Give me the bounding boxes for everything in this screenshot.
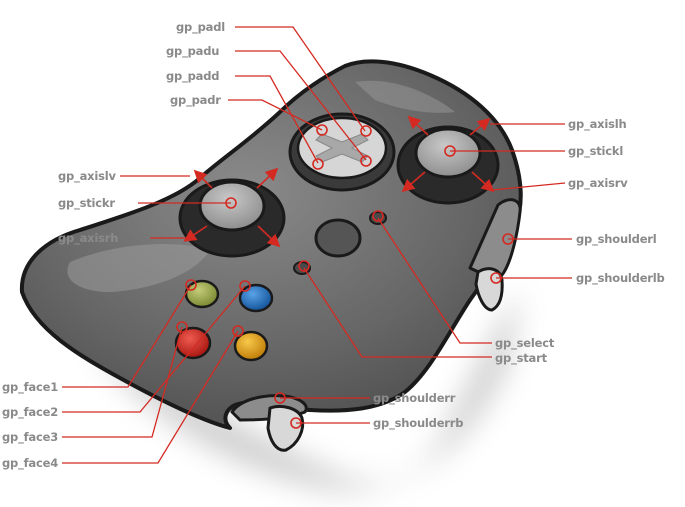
label-shoulderlb: gp_shoulderlb: [576, 271, 665, 285]
label-axislh: gp_axislh: [568, 117, 627, 131]
shoulder-lb: [474, 267, 504, 312]
label-padr: gp_padr: [170, 93, 221, 107]
leader-padr: [228, 99, 323, 131]
label-stickr: gp_stickr: [58, 196, 115, 210]
body-highlight: [67, 243, 210, 292]
face-button-blue: [238, 283, 274, 313]
leader-padu: [235, 50, 367, 161]
leader-face2: [62, 285, 246, 413]
label-shoulderr: gp_shoulderr: [373, 391, 456, 405]
label-face1: gp_face1: [2, 380, 58, 394]
leader-start: [303, 267, 492, 358]
label-axisrh: gp_axisrh: [58, 231, 119, 245]
label-face3: gp_face3: [2, 430, 58, 444]
label-padu: gp_padu: [166, 44, 220, 58]
leader-face3: [62, 326, 183, 438]
shoulder-rb: [266, 404, 305, 452]
label-shoulderrb: gp_shoulderrb: [373, 416, 464, 430]
label-select: gp_select: [495, 336, 555, 350]
stick-r-cap: [198, 180, 266, 232]
leader-face1: [62, 284, 192, 388]
label-axisrv: gp_axisrv: [568, 176, 628, 190]
leader-padl: [235, 26, 366, 132]
leader-axisrv: [491, 182, 566, 191]
leader-select: [377, 217, 492, 344]
label-face4: gp_face4: [2, 456, 58, 470]
label-padl: gp_padl: [176, 20, 225, 34]
face-button-yellow: [233, 330, 269, 362]
motion-arrows: [183, 115, 495, 248]
target-circles: [176, 124, 514, 429]
label-start: gp_start: [495, 351, 547, 365]
leader-face4: [62, 330, 239, 464]
leader-lines: [62, 26, 572, 464]
guide-button: [314, 218, 362, 258]
label-shoulderl: gp_shoulderl: [576, 232, 657, 246]
label-axislv: gp_axislv: [58, 169, 116, 183]
label-face2: gp_face2: [2, 405, 58, 419]
stick-l-cap: [414, 127, 482, 179]
leader-padd: [235, 75, 319, 164]
label-stickl: gp_stickl: [568, 144, 624, 158]
face-button-red: [174, 326, 212, 360]
label-padd: gp_padd: [166, 69, 220, 83]
body-highlight-2: [355, 80, 455, 113]
